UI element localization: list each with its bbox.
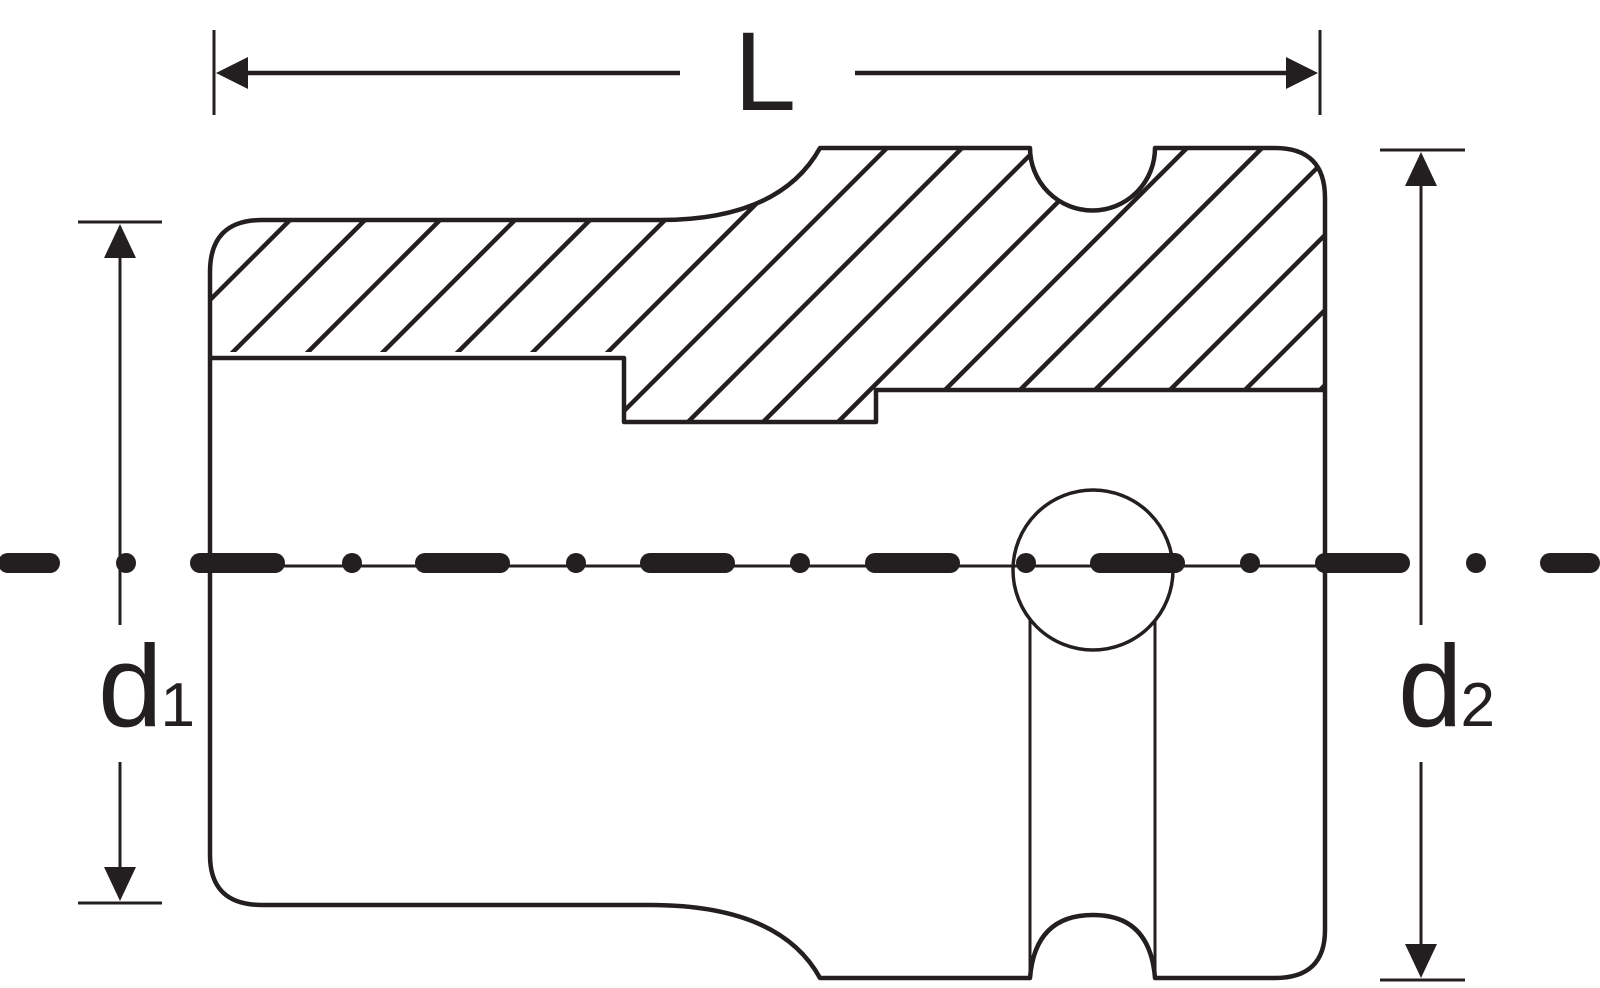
dimension-label-L: L (734, 9, 796, 134)
dimension-label-d2: d2 (1398, 621, 1495, 751)
dimension-d2 (1380, 148, 1465, 982)
section-hatching (210, 148, 1325, 422)
dimension-length (212, 30, 1322, 115)
dimension-label-d1: d1 (98, 621, 195, 751)
dimension-d1 (78, 220, 162, 905)
centerline (0, 553, 1600, 573)
